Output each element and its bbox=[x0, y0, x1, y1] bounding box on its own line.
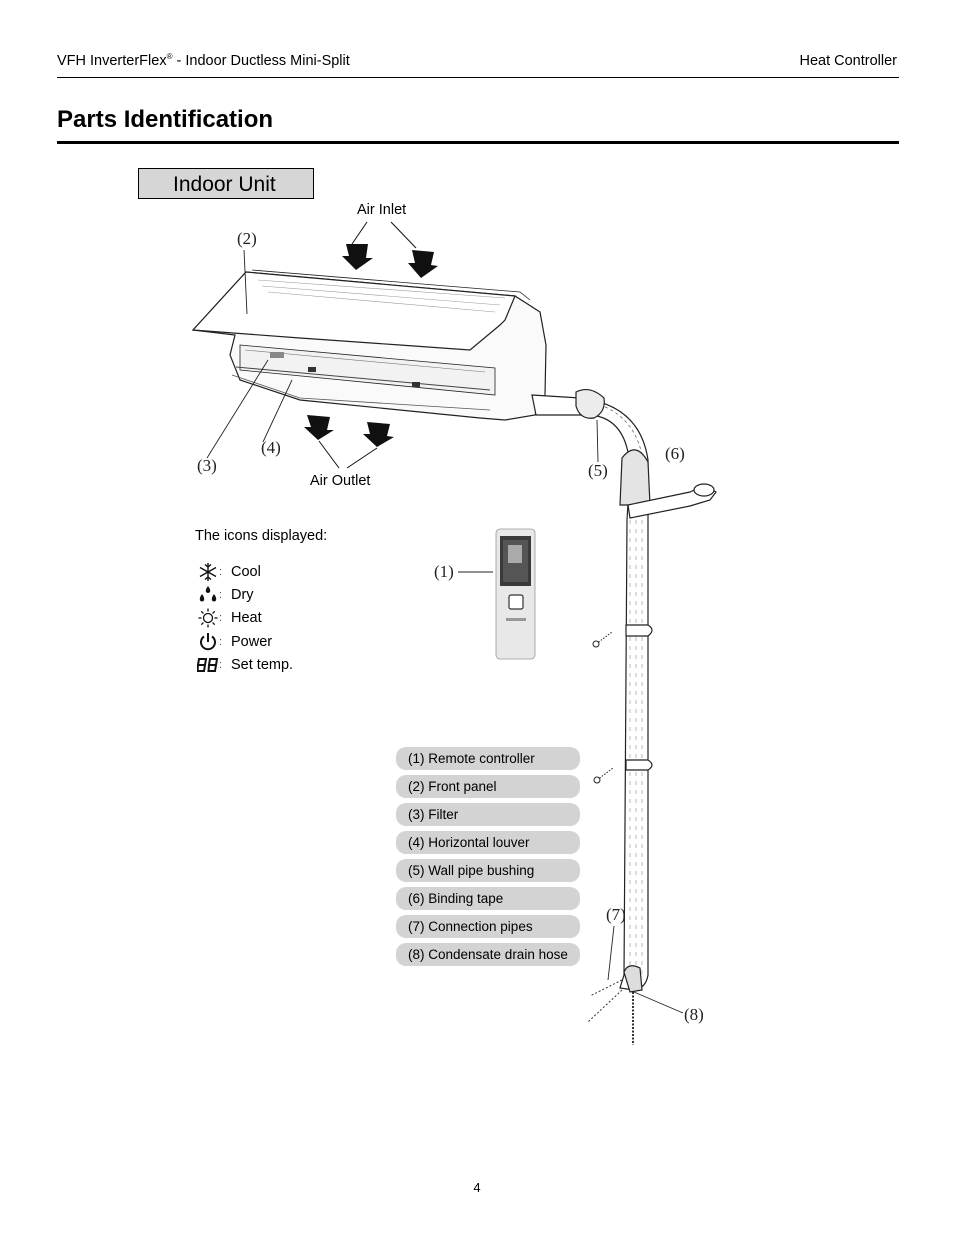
page-number: 4 bbox=[473, 1180, 481, 1195]
header-product-desc: - Indoor Ductless Mini-Split bbox=[172, 53, 350, 69]
power-icon bbox=[197, 632, 219, 652]
section-label-box: Indoor Unit bbox=[138, 168, 314, 199]
air-inlet-arrows bbox=[342, 244, 438, 278]
water-drops-icon bbox=[197, 585, 219, 605]
callout-5: (5) bbox=[588, 461, 608, 480]
part-item-binding-tape: (6) Binding tape bbox=[396, 887, 580, 910]
header-product-name: VFH InverterFlex bbox=[57, 53, 167, 69]
part-item-filter: (3) Filter bbox=[396, 803, 580, 826]
snowflake-icon bbox=[197, 562, 219, 582]
part-item-connection-pipes: (7) Connection pipes bbox=[396, 915, 580, 938]
icon-row-cool: : Cool bbox=[197, 562, 261, 582]
sun-icon bbox=[197, 608, 219, 628]
icon-label: Dry bbox=[231, 587, 254, 603]
registered-mark: ® bbox=[166, 52, 173, 62]
icons-legend-title: The icons displayed: bbox=[195, 528, 328, 544]
callout-7: (7) bbox=[606, 905, 626, 924]
title-divider bbox=[57, 141, 899, 144]
air-inlet-label: Air Inlet bbox=[357, 202, 407, 218]
air-inlet-leaders bbox=[351, 221, 417, 249]
header-brand: Heat Controller bbox=[799, 53, 897, 69]
icon-colon: : bbox=[219, 566, 223, 578]
indoor-unit-body bbox=[191, 269, 547, 421]
icon-colon: : bbox=[219, 589, 223, 601]
icon-label: Power bbox=[231, 634, 273, 650]
icon-colon: : bbox=[219, 636, 223, 648]
header-divider bbox=[57, 77, 899, 78]
icon-row-heat: : Heat bbox=[197, 608, 262, 628]
air-outlet-arrows bbox=[304, 415, 394, 447]
part-item-remote-controller: (1) Remote controller bbox=[396, 747, 580, 770]
part-item-front-panel: (2) Front panel bbox=[396, 775, 580, 798]
part-item-wall-pipe-bushing: (5) Wall pipe bushing bbox=[396, 859, 580, 882]
wall-screws bbox=[592, 631, 614, 784]
icon-row-dry: : Dry bbox=[197, 585, 254, 605]
icon-row-set-temp: : Set temp. bbox=[197, 655, 293, 675]
icon-label: Set temp. bbox=[231, 657, 294, 673]
icon-label: Heat bbox=[231, 610, 262, 626]
digital-88-icon bbox=[197, 655, 219, 675]
icon-colon: : bbox=[219, 659, 223, 671]
remote-controller-drawing bbox=[495, 528, 536, 660]
callout-2: (2) bbox=[237, 229, 257, 248]
header-left: VFH InverterFlex® - Indoor Ductless Mini… bbox=[57, 53, 350, 69]
callout-3: (3) bbox=[197, 456, 217, 475]
connection-pipe-ends bbox=[587, 979, 634, 1045]
parts-list: (1) Remote controller (2) Front panel (3… bbox=[396, 747, 580, 971]
icon-row-power: : Power bbox=[197, 632, 272, 652]
part-item-horizontal-louver: (4) Horizontal louver bbox=[396, 831, 580, 854]
callout-1: (1) bbox=[434, 562, 454, 581]
icon-colon: : bbox=[219, 612, 223, 624]
callout-8: (8) bbox=[684, 1005, 704, 1024]
callout-4: (4) bbox=[261, 438, 281, 457]
pipe-assembly bbox=[531, 388, 717, 993]
part-item-condensate-drain-hose: (8) Condensate drain hose bbox=[396, 943, 580, 966]
icon-label: Cool bbox=[231, 564, 261, 580]
callout-6: (6) bbox=[665, 444, 685, 463]
air-outlet-label: Air Outlet bbox=[310, 473, 371, 489]
page-title: Parts Identification bbox=[57, 106, 274, 133]
air-outlet-leaders bbox=[318, 440, 378, 469]
